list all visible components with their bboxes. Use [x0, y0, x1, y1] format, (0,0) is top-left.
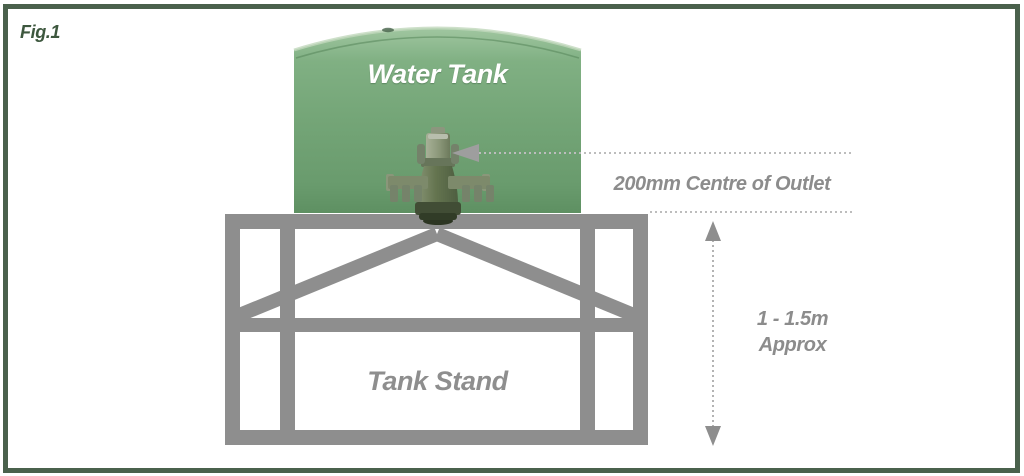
valve-flange	[415, 202, 461, 215]
outlet-valve	[386, 127, 494, 225]
tank-rim-notch	[382, 27, 394, 33]
water-tank-label: Water Tank	[367, 59, 508, 89]
arrow-down-icon	[705, 426, 721, 446]
stand-bottom-bar	[225, 430, 648, 445]
tank-rim-seam	[295, 36, 580, 59]
valve-right-manifold	[448, 174, 494, 202]
valve-left-manifold	[386, 174, 428, 202]
stand-left-brace	[234, 227, 440, 323]
height-dimension	[705, 221, 721, 446]
stand-middle-rail	[225, 318, 648, 332]
outlet-leader	[452, 144, 852, 213]
height-value-text: 1 - 1.5m	[756, 308, 829, 330]
figure-number-label: Fig.1	[20, 22, 61, 42]
tank-stand-shape	[225, 214, 648, 445]
valve-cap	[426, 133, 450, 163]
water-tank-shape	[293, 26, 582, 213]
arrow-left-icon	[452, 144, 479, 162]
valve-shoulder-left	[417, 144, 425, 164]
height-approx-text: Approx	[758, 334, 827, 356]
stand-right-post	[633, 214, 648, 445]
tank-stand-label: Tank Stand	[367, 366, 508, 396]
valve-flange-lip	[419, 213, 457, 220]
stand-left-post	[225, 214, 240, 445]
valve-cap-collar	[421, 158, 455, 167]
height-dimension-label: 1 - 1.5m Approx	[715, 306, 870, 358]
arrow-up-icon	[705, 221, 721, 241]
tank-top-highlight	[293, 26, 582, 52]
stand-right-brace	[434, 227, 639, 323]
outlet-dimension-label: 200mm Centre of Outlet	[613, 173, 831, 195]
valve-cap-highlight	[428, 134, 448, 139]
tank-body	[294, 28, 581, 213]
valve-body	[418, 166, 458, 204]
